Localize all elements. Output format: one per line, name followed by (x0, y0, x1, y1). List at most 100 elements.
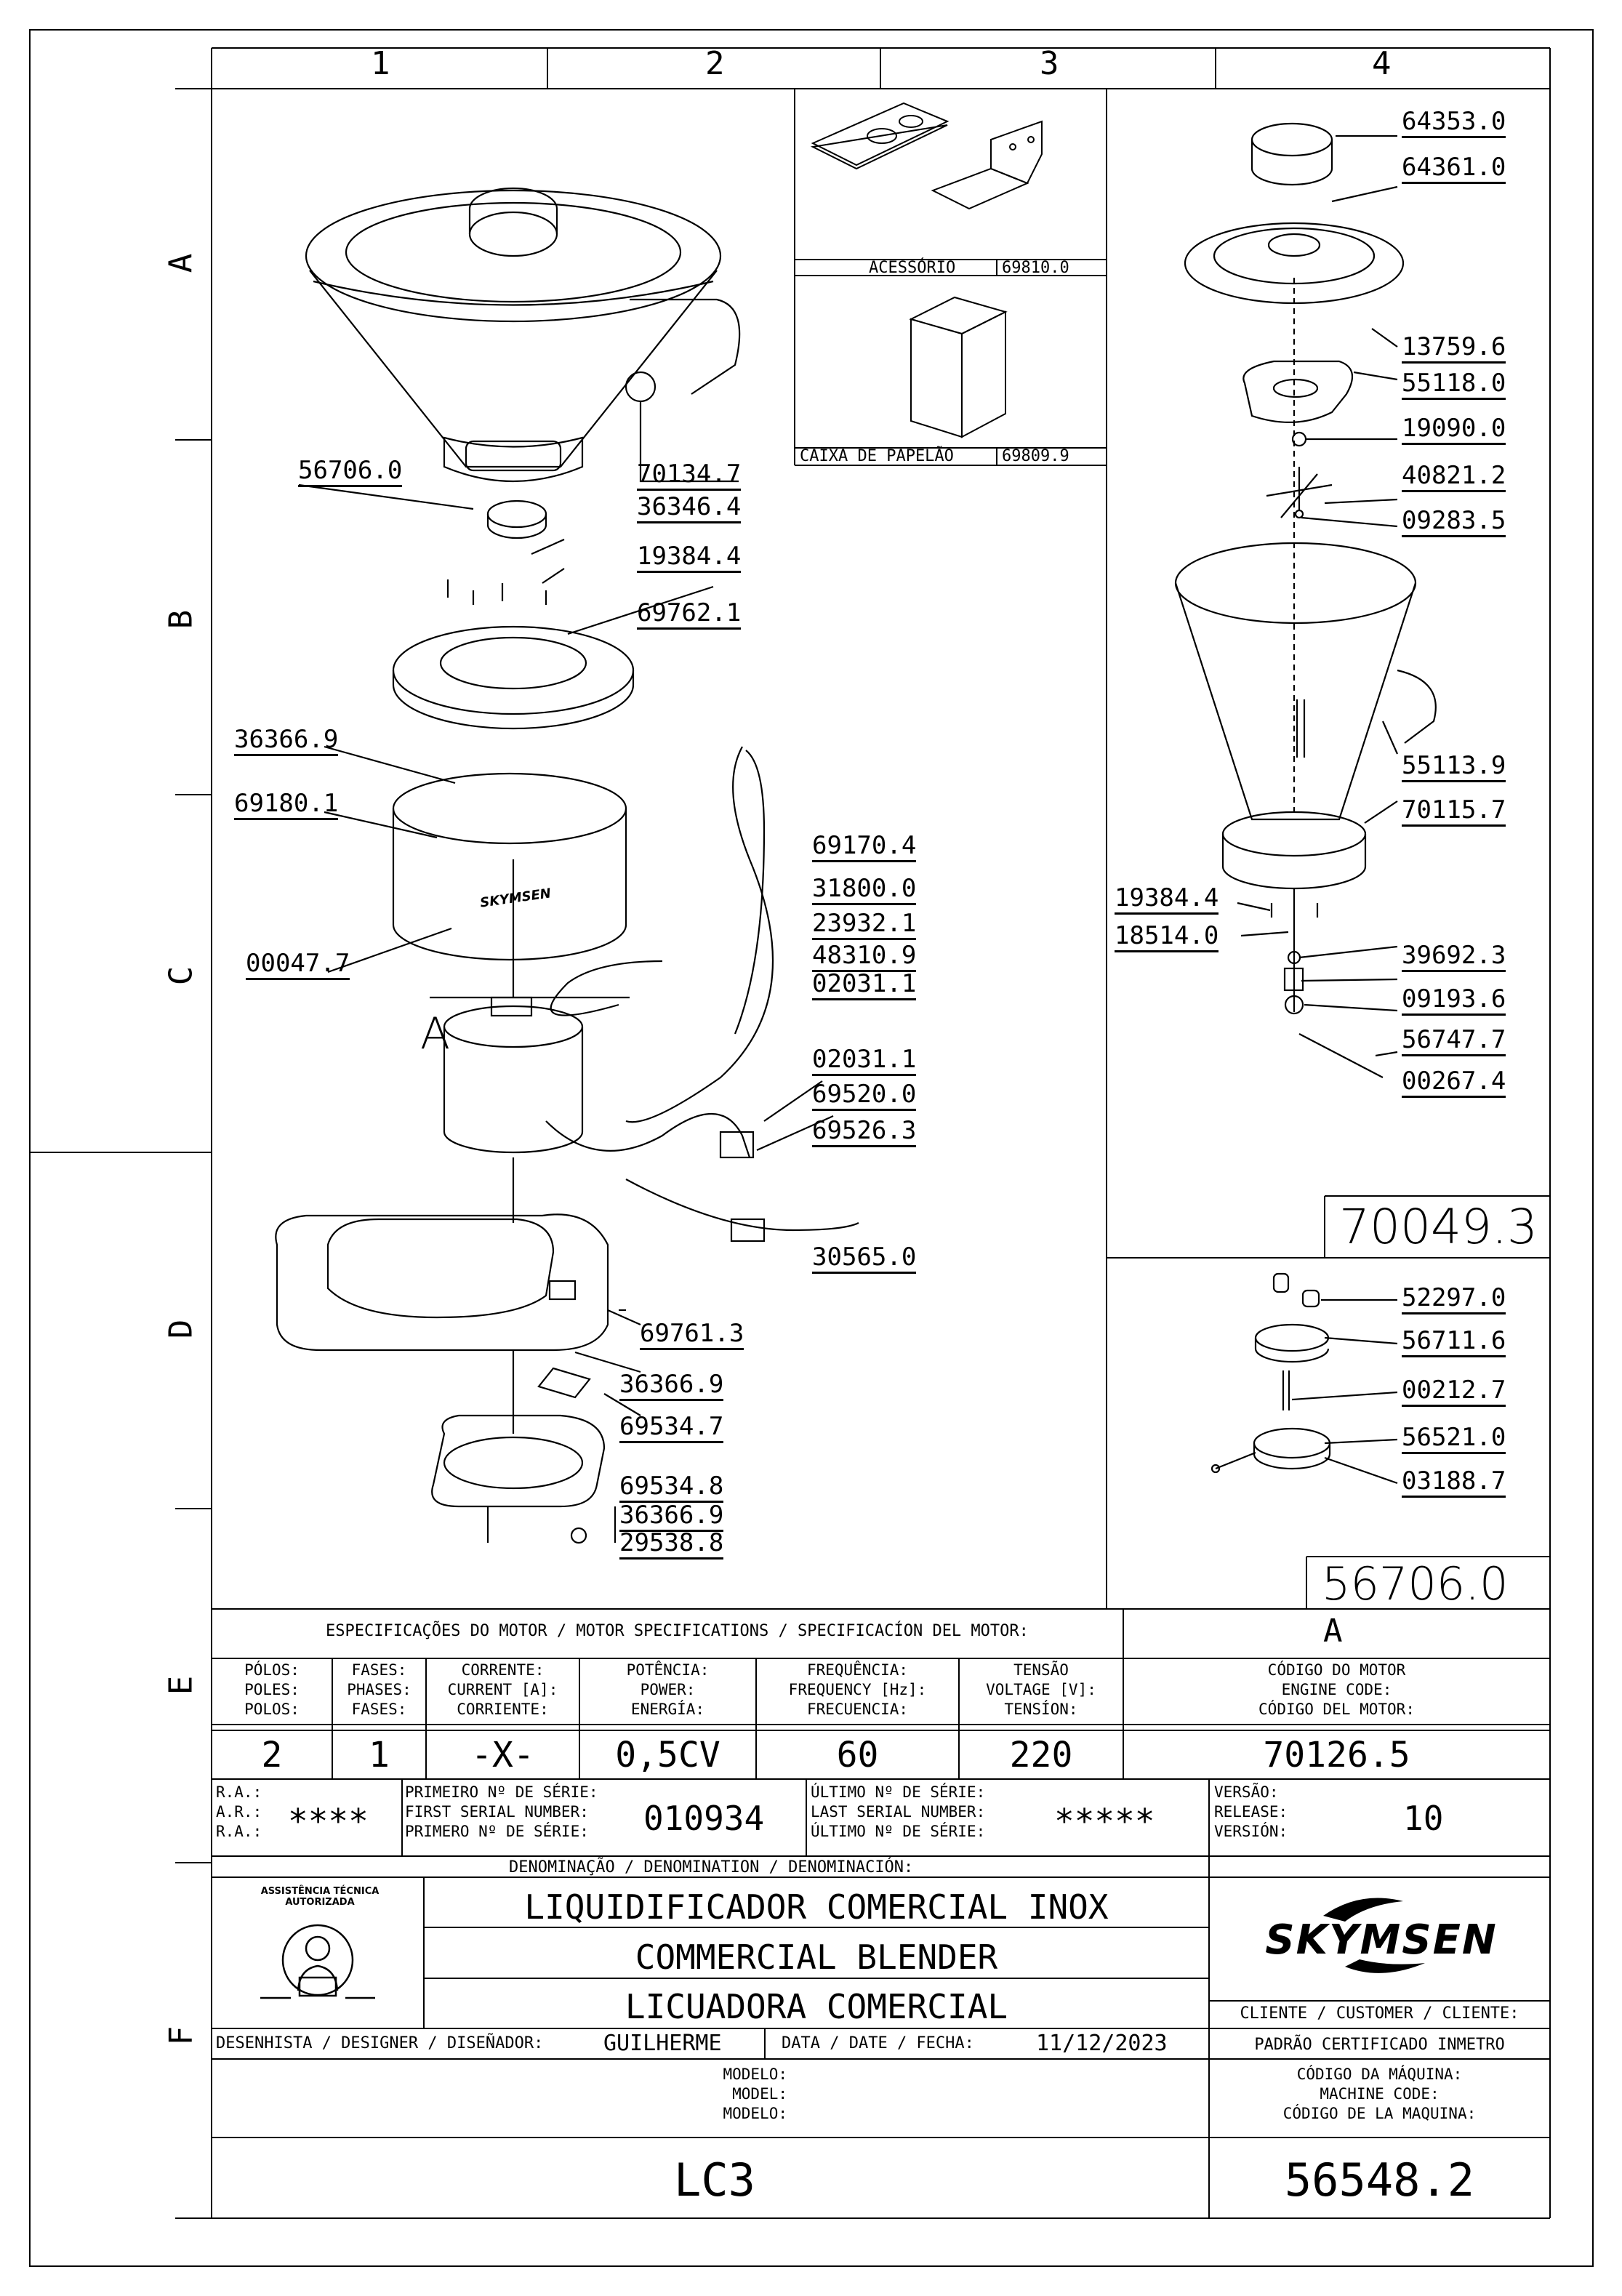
header-current: CORRENTE: CURRENT [A]: CORRIENTE: (447, 1661, 558, 1718)
part-label-30565-0: 30565.0 (812, 1245, 917, 1274)
accessory-code: 69810.0 (1002, 259, 1069, 277)
accessory-plate-drawing (810, 102, 1043, 210)
spec-header-divider (212, 1724, 1550, 1725)
header-power: POTÊNCIA: POWER: ENERGÍA: (626, 1661, 710, 1718)
first-serial-value: 010934 (643, 1799, 765, 1838)
part-label-48310-9: 48310.9 (812, 943, 917, 972)
authorized-service-seal (260, 1924, 375, 1999)
model-label: MODELO: MODEL: MODELO: (723, 2066, 787, 2122)
exploded-view-main (275, 187, 859, 1544)
ra-value: **** (288, 1802, 369, 1841)
value-poles: 2 (261, 1735, 283, 1775)
part-label-52297-0: 52297.0 (1402, 1285, 1506, 1314)
part-label-56747-7: 56747.7 (1402, 1027, 1506, 1056)
part-label-69526-3: 69526.3 (812, 1118, 917, 1147)
model-value: LC3 (674, 2153, 755, 2207)
exploded-view-jar (1174, 122, 1437, 1078)
part-label-69520-0: 69520.0 (812, 1082, 917, 1111)
ra-label: R.A.: A.R.: R.A.: (216, 1783, 262, 1840)
part-label-69534-8: 69534.8 (619, 1474, 724, 1503)
value-engine-code: 70126.5 (1263, 1735, 1410, 1775)
machine-code-value: 56548.2 (1284, 2153, 1475, 2207)
date-label: DATA / DATE / FECHA: (782, 2034, 974, 2052)
part-label-69180-1: 69180.1 (234, 791, 339, 820)
part-label-09283-5: 09283.5 (1402, 508, 1506, 537)
header-frequency: FREQUÊNCIA: FREQUENCY [Hz]: FRECUENCIA: (788, 1661, 927, 1718)
part-label-69534-7: 69534.7 (619, 1414, 724, 1443)
date-value: 11/12/2023 (1036, 2031, 1168, 2056)
first-serial-label: PRIMEIRO Nº DE SÉRIE: FIRST SERIAL NUMBE… (405, 1783, 598, 1840)
part-label-13759-6: 13759.6 (1402, 334, 1506, 364)
part-label-40821-2: 40821.2 (1402, 463, 1506, 492)
paper-box-label: CAIXA DE PAPELÃO (800, 447, 954, 465)
product-name-en: COMMERCIAL BLENDER (635, 1938, 998, 1977)
part-label-70115-7: 70115.7 (1402, 798, 1506, 827)
part-label-69762-1: 69762.1 (637, 601, 742, 630)
column-label-2: 2 (705, 45, 725, 82)
part-label-56521-0: 56521.0 (1402, 1425, 1506, 1454)
part-label-02031-1-a: 02031.1 (812, 971, 917, 1000)
designer-value: GUILHERME (603, 2031, 722, 2056)
value-current: -X- (471, 1735, 534, 1775)
row-label-e: E (162, 1675, 200, 1695)
part-label-56711-6: 56711.6 (1402, 1328, 1506, 1357)
part-label-18514-0: 18514.0 (1115, 923, 1219, 952)
motor-ref-letter: A (1323, 1613, 1343, 1650)
paper-box-code: 69809.9 (1002, 447, 1069, 465)
header-engine-code: CÓDIGO DO MOTOR ENGINE CODE: CÓDIGO DEL … (1258, 1661, 1415, 1718)
part-label-69761-3: 69761.3 (640, 1321, 744, 1350)
value-phases: 1 (369, 1735, 390, 1775)
designer-label: DESENHISTA / DESIGNER / DISEÑADOR: (216, 2034, 544, 2052)
part-label-70134-7: 70134.7 (637, 462, 742, 491)
part-label-36366-9-c: 36366.9 (619, 1503, 724, 1532)
value-power: 0,5CV (615, 1735, 720, 1775)
part-label-23932-1: 23932.1 (812, 911, 917, 940)
part-label-09193-6: 09193.6 (1402, 987, 1506, 1016)
client-label: CLIENTE / CUSTOMER / CLIENTE: (1240, 2004, 1519, 2023)
part-label-56706-0: 56706.0 (298, 458, 403, 487)
part-label-36346-4: 36346.4 (637, 494, 742, 523)
version-value: 10 (1403, 1799, 1444, 1838)
row-label-b: B (162, 609, 200, 630)
assembly-code-jar: 70049.3 (1339, 1199, 1538, 1255)
part-label-64353-0: 64353.0 (1402, 109, 1506, 138)
header-voltage: TENSÃO VOLTAGE [V]: TENSÍON: (986, 1661, 1096, 1718)
part-label-29538-8: 29538.8 (619, 1530, 724, 1560)
column-label-1: 1 (371, 45, 390, 82)
part-label-19090-0: 19090.0 (1402, 416, 1506, 445)
part-label-69170-4: 69170.4 (812, 833, 917, 862)
part-label-36366-9-b: 36366.9 (619, 1372, 724, 1401)
client-value: PADRÃO CERTIFICADO INMETRO (1254, 2036, 1505, 2054)
part-label-64361-0: 64361.0 (1402, 155, 1506, 184)
header-phases: FASES: PHASES: FASES: (347, 1661, 411, 1718)
motor-callout-a: A (420, 1008, 451, 1059)
denomination-label: DENOMINAÇÃO / DENOMINATION / DENOMINACIÓ… (509, 1858, 914, 1876)
part-label-02031-1-b: 02031.1 (812, 1047, 917, 1076)
last-serial-value: ***** (1054, 1802, 1155, 1841)
column-label-4: 4 (1372, 45, 1392, 82)
product-name-pt: LIQUIDIFICADOR COMERCIAL INOX (524, 1887, 1109, 1927)
motor-spec-title: ESPECIFICAÇÕES DO MOTOR / MOTOR SPECIFIC… (326, 1622, 1029, 1640)
seal-text: ASSISTÊNCIA TÉCNICA AUTORIZADA (260, 1886, 380, 1908)
skymsen-logo: SKYMSEN (1265, 1916, 1498, 1964)
part-label-19384-4: 19384.4 (637, 544, 742, 573)
machine-code-label: CÓDIGO DA MÁQUINA: MACHINE CODE: CÓDIGO … (1282, 2066, 1477, 2122)
part-label-19384-4-right: 19384.4 (1115, 886, 1219, 915)
column-label-3: 3 (1040, 45, 1059, 82)
part-label-55113-9: 55113.9 (1402, 753, 1506, 782)
last-serial-label: ÚLTIMO Nº DE SÉRIE: LAST SERIAL NUMBER: … (811, 1783, 986, 1840)
assembly-code-coupler: 56706.0 (1322, 1557, 1509, 1610)
value-frequency: 60 (836, 1735, 879, 1775)
version-label: VERSÃO: RELEASE: VERSIÓN: (1214, 1783, 1288, 1840)
part-label-00212-7: 00212.7 (1402, 1378, 1506, 1407)
accessory-label: ACESSÓRIO (869, 259, 956, 277)
part-label-31800-0: 31800.0 (812, 876, 917, 905)
value-voltage: 220 (1009, 1735, 1073, 1775)
row-label-d: D (162, 1319, 200, 1339)
part-label-03188-7: 03188.7 (1402, 1469, 1506, 1498)
header-poles: PÓLOS: POLES: POLOS: (244, 1661, 300, 1718)
skymsen-logo-swoosh (1323, 1898, 1425, 1973)
part-label-36366-9-a: 36366.9 (234, 727, 339, 756)
part-label-39692-3: 39692.3 (1402, 943, 1506, 972)
part-label-55118-0: 55118.0 (1402, 371, 1506, 400)
